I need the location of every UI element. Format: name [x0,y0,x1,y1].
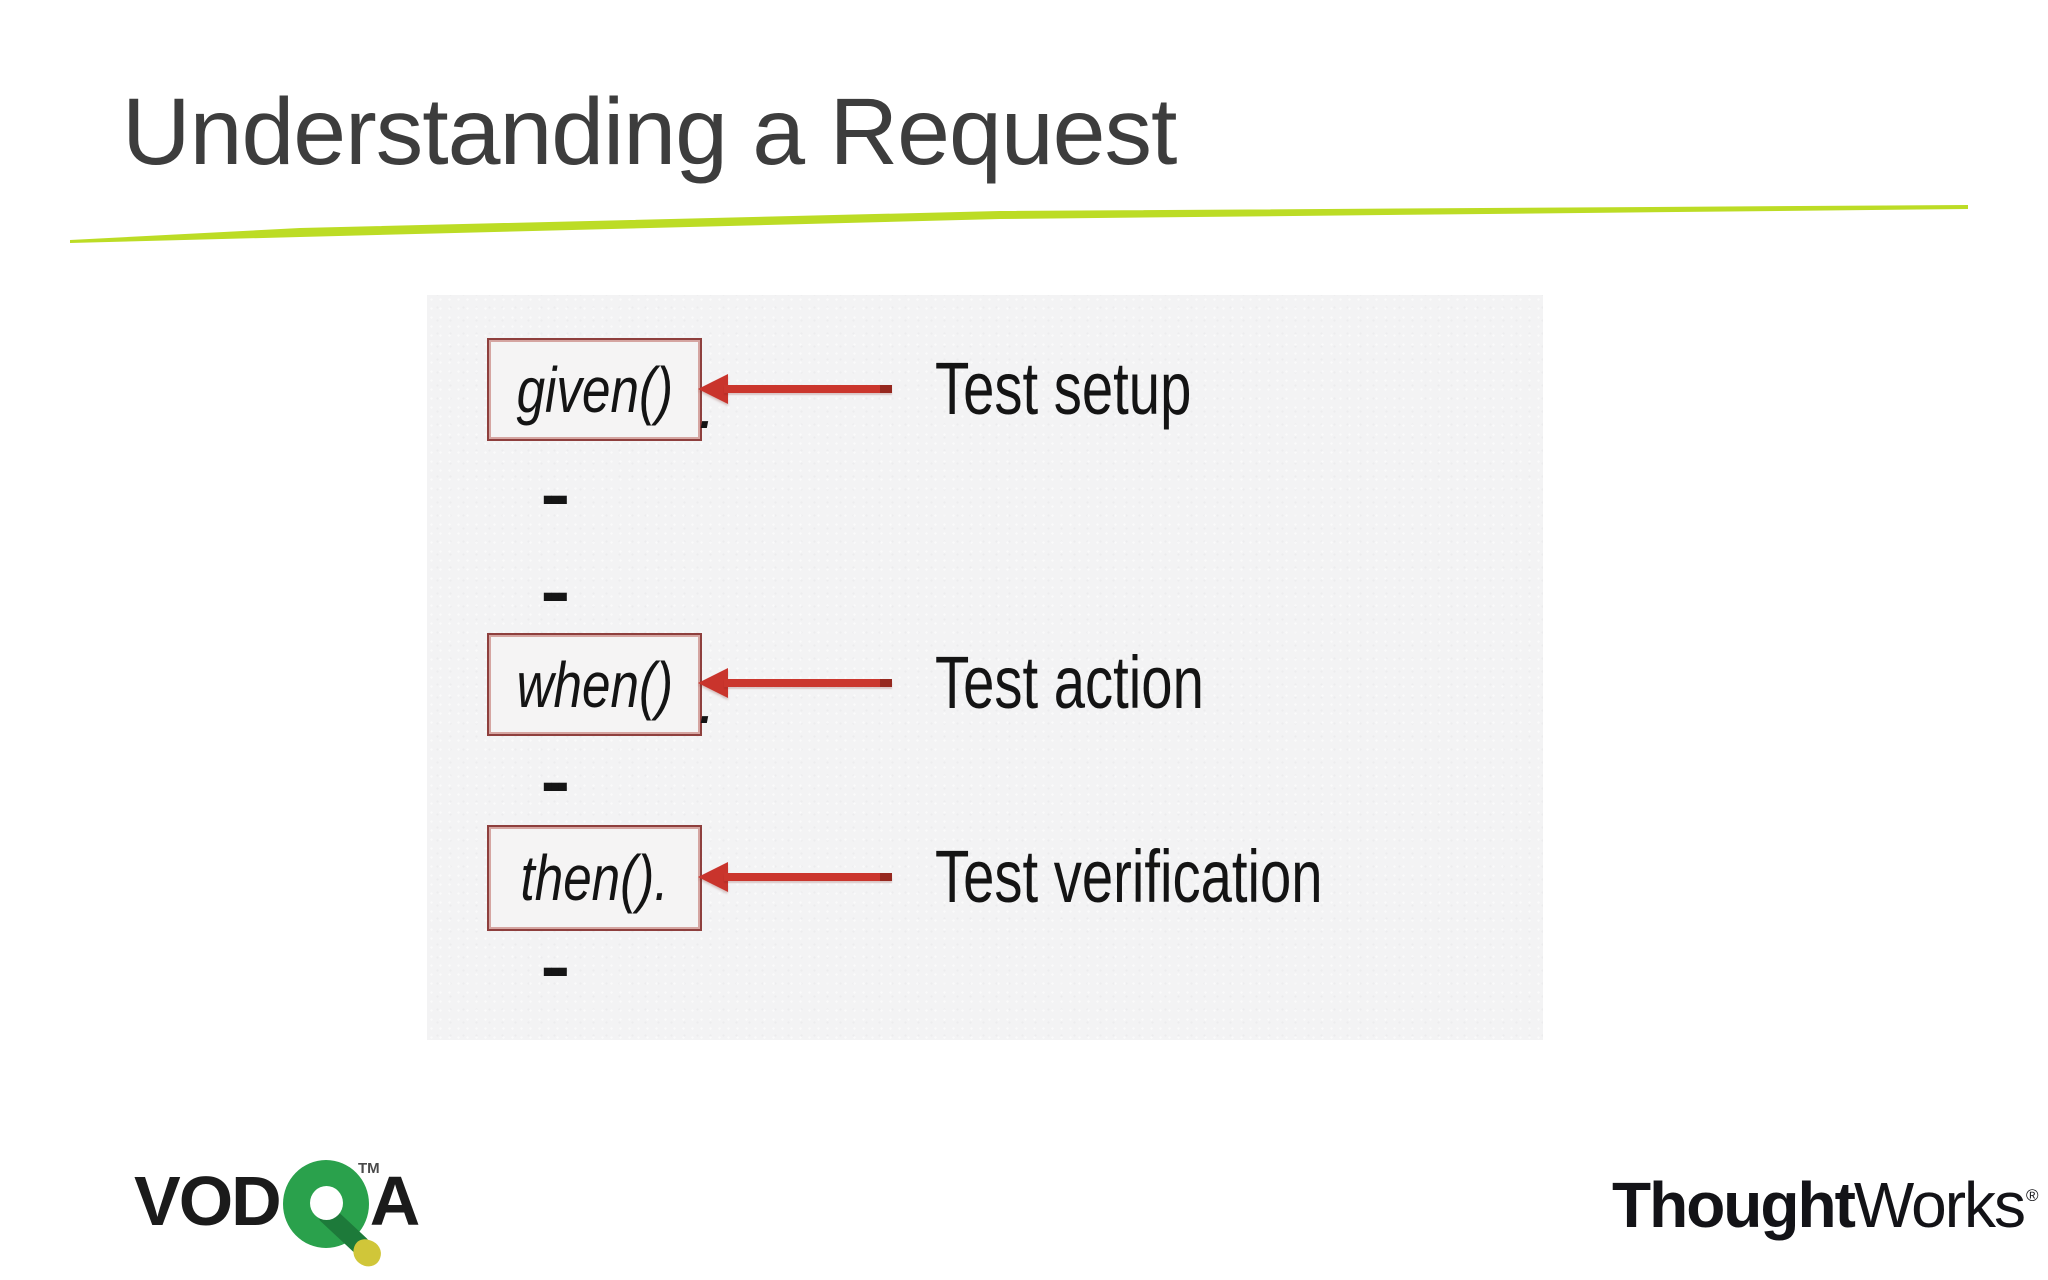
when-code-box: when() . [487,633,716,737]
test-action-label: Test action [935,641,1204,724]
then-code-text: then(). [520,842,669,914]
arrowhead-icon [698,862,728,892]
ellipsis-row: ... [540,453,571,516]
ellipsis-row: ... [540,925,571,988]
ellipsis-row: ... [540,740,571,803]
test-setup-label: Test setup [935,347,1192,430]
arrow-shaft [724,873,892,881]
left-arrow-icon [698,862,896,892]
left-arrow-icon [698,374,896,404]
ellipsis-row: ... [540,550,571,613]
page-title: Understanding a Request [122,79,1177,185]
title-underline-swoosh [70,205,1968,243]
registered-trademark-symbol: ® [2026,1186,2039,1205]
vodqa-q-icon [282,1160,385,1270]
vodqa-logo-text-vod: VOD [134,1162,282,1240]
thoughtworks-logo-regular: Works [1853,1169,2026,1241]
vodqa-logo: VOD A TM [134,1156,421,1270]
arrow-shaft [724,385,892,393]
test-verification-label: Test verification [935,835,1323,918]
arrowhead-icon [698,374,728,404]
vodqa-logo-text-a: A [369,1162,421,1240]
arrow-shaft [724,679,892,687]
given-code-text: given() [516,353,673,426]
trademark-symbol: TM [358,1160,380,1177]
when-code-text: when() [516,648,673,721]
given-code-box: given() . [487,338,716,442]
arrowhead-icon [698,668,728,698]
vodqa-q-hole [309,1186,343,1220]
thoughtworks-logo: ThoughtWorks® [1612,1164,2039,1237]
left-arrow-icon [698,668,896,698]
then-code-box: then(). [487,825,702,931]
thoughtworks-logo-bold: Thought [1612,1169,1856,1241]
